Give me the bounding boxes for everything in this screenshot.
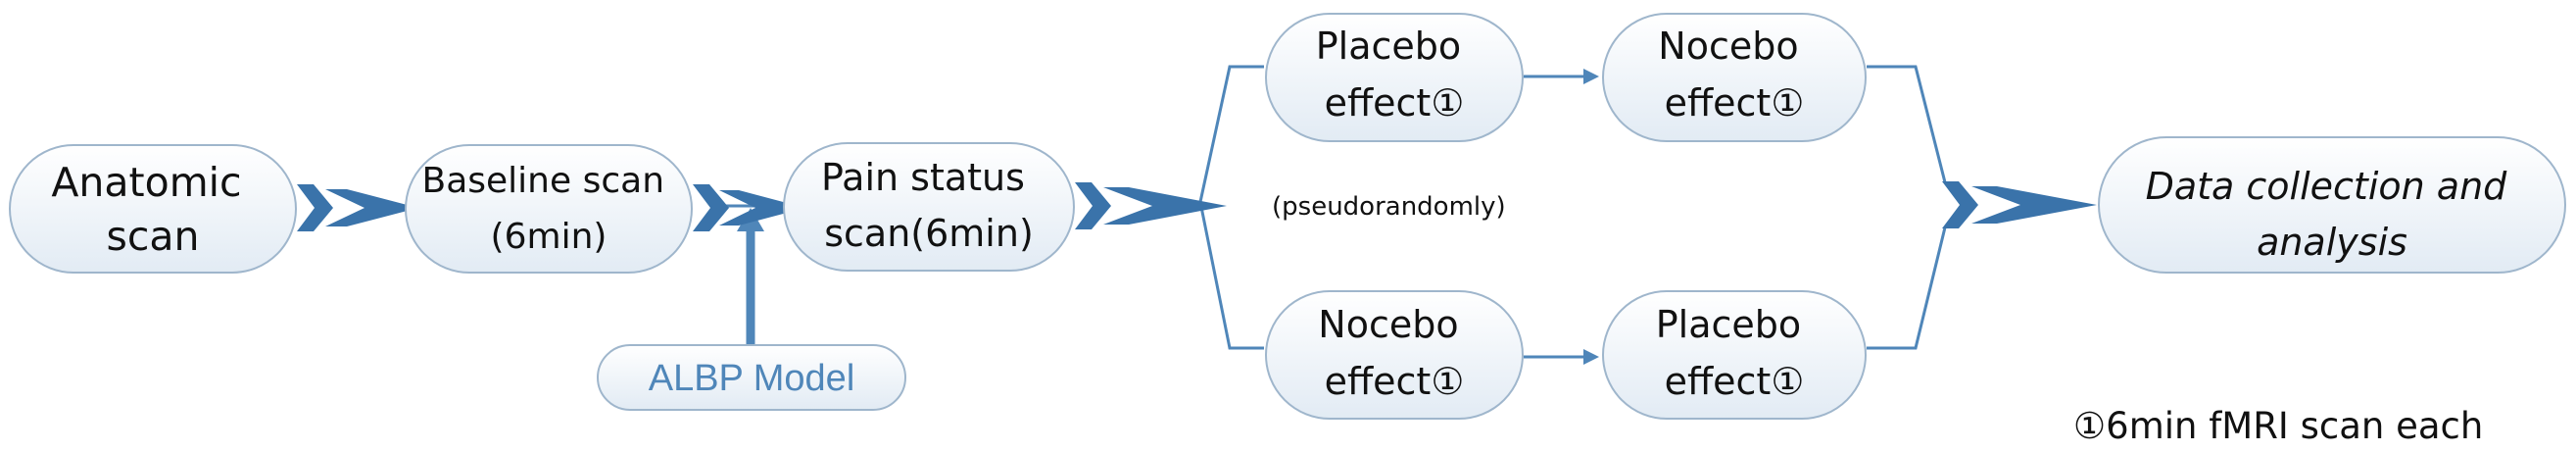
placebo-effect-bottom-node: Placebo effect①	[1602, 290, 1867, 420]
nocebo-effect-top-node: Nocebo effect①	[1602, 13, 1867, 142]
placebo-bottom-label-line1: Placebo	[1656, 303, 1801, 346]
pain-label-line2: scan(6min)	[824, 212, 1034, 255]
chevron-merge-large	[1971, 186, 2097, 224]
baseline-scan-node: Baseline scan (6min)	[405, 144, 693, 274]
svg-text:Data collection and anal: Data collection and analysis	[2146, 165, 2519, 264]
chevron-baseline-to-pain-large	[719, 190, 805, 226]
svg-text:Placebo effect①: Placebo effect①	[1316, 25, 1474, 125]
merge-connector-top	[1867, 65, 1947, 183]
svg-text:Anatomic scan: Anatomic scan	[51, 159, 254, 260]
pain-status-scan-node: Pain status scan(6min)	[783, 142, 1075, 272]
nocebo-bottom-label-line2: effect①	[1325, 360, 1465, 403]
placebo-top-label-line2: effect①	[1325, 81, 1465, 125]
split-connector-lower	[1198, 201, 1264, 350]
arrowhead-placebo-to-nocebo-top	[1583, 69, 1599, 84]
albp-model-label: ALBP Model	[649, 358, 855, 399]
anatomic-label-line2: scan	[106, 213, 199, 260]
chevron-pain-to-split-large	[1103, 187, 1227, 225]
pain-label-line1: Pain status	[821, 156, 1025, 199]
placebo-top-label-line1: Placebo	[1316, 25, 1461, 68]
arrowhead-nocebo-to-placebo-bottom	[1583, 349, 1599, 365]
nocebo-bottom-label-line1: Nocebo	[1318, 303, 1458, 346]
nocebo-effect-bottom-node: Nocebo effect①	[1265, 290, 1524, 420]
chevron-pain-to-split-small	[1075, 182, 1111, 229]
svg-text:Pain status scan(6min): Pain status scan(6min)	[821, 156, 1037, 255]
data-label-line2: analysis	[2257, 221, 2407, 264]
merge-connector-bottom	[1867, 226, 1947, 350]
svg-text:Nocebo effect①: Nocebo effect①	[1318, 303, 1470, 403]
svg-text:Placebo effect①: Placebo effect①	[1656, 303, 1814, 403]
placebo-effect-top-node: Placebo effect①	[1265, 13, 1524, 142]
data-label-line1: Data collection and	[2146, 165, 2508, 208]
data-collection-node: Data collection and analysis	[2098, 136, 2566, 274]
chevron-anatomic-to-baseline-small	[297, 184, 333, 231]
chevron-merge-small	[1942, 181, 1978, 228]
svg-text:Baseline scan (6min): Baseline scan (6min)	[422, 161, 676, 257]
chevron-anatomic-to-baseline-large	[325, 189, 418, 226]
svg-text:Nocebo effect①: Nocebo effect①	[1658, 25, 1810, 125]
anatomic-scan-node: Anatomic scan	[9, 144, 297, 274]
baseline-label-line1: Baseline scan	[422, 161, 665, 201]
placebo-bottom-label-line2: effect①	[1665, 360, 1805, 403]
split-connector	[1171, 65, 1264, 204]
pseudorandomly-note: (pseudorandomly)	[1272, 192, 1506, 222]
chevron-baseline-to-pain-small	[693, 184, 729, 231]
nocebo-top-label-line1: Nocebo	[1658, 25, 1798, 68]
baseline-label-line2: (6min)	[491, 217, 608, 257]
albp-model-box: ALBP Model	[597, 344, 906, 411]
anatomic-label-line1: Anatomic	[51, 159, 241, 206]
footnote-scan-duration: ①6min fMRI scan each	[2073, 405, 2483, 447]
nocebo-top-label-line2: effect①	[1665, 81, 1805, 125]
